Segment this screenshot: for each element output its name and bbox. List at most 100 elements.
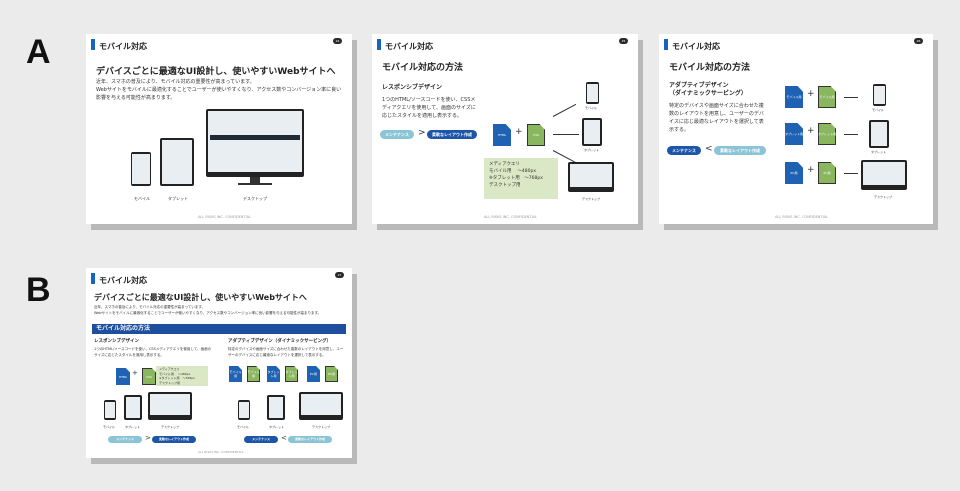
label-desktop: デスクトップ — [161, 425, 179, 429]
slide-title: モバイル対応 — [385, 41, 433, 52]
slide-footer: ALL RISKS INC. CONFIDENTIAL — [775, 215, 828, 219]
slide-heading: モバイル対応の方法 — [669, 60, 750, 73]
tablet-device-image — [267, 395, 285, 420]
plus-symbol: + — [807, 89, 815, 99]
plus-symbol: + — [515, 127, 523, 137]
tablet-device-image — [582, 118, 602, 146]
label-mobile: モバイル — [237, 425, 249, 429]
slide-body-line1: 近年、スマホの普及により、モバイル対応の重要性が高まっています。 — [96, 78, 346, 86]
maintenance-pill: メンテナンス — [108, 436, 142, 443]
less-than-symbol: < — [281, 434, 287, 442]
callout-line: ※タブレット用 ～768px — [489, 175, 553, 182]
mobile-device-image — [873, 84, 886, 106]
label-desktop: デスクトップ — [312, 425, 330, 429]
method-subhead-line1: アダプティブデザイン — [669, 82, 729, 90]
page-number: 26 — [914, 38, 923, 44]
maintenance-pill: メンテナンス — [667, 146, 701, 155]
slide-title: モバイル対応 — [99, 275, 147, 286]
mobile-html-file-icon: モバイル用 — [229, 366, 242, 382]
row-label-a: A — [26, 33, 51, 72]
section-bar: モバイル対応の方法 — [92, 324, 346, 334]
method-body: 特定のデバイスや画面サイズに合わせた複数のレイアウトを用意し、ユーザーのデバイス… — [669, 102, 767, 134]
html-file-icon: HTML — [493, 124, 511, 146]
tablet-css-file-icon: タブレット用 — [285, 366, 298, 382]
arrow-to-tablet — [553, 134, 579, 135]
label-mobile: モバイル — [103, 425, 115, 429]
callout-line: デスクトップ用 — [159, 381, 205, 386]
slide-footer: ALL RISKS INC. CONFIDENTIAL — [484, 215, 537, 219]
arrow-to-mobile — [844, 97, 858, 98]
row-label-b: B — [26, 271, 51, 310]
desktop-device-image — [568, 162, 614, 192]
arrow-to-tablet — [844, 134, 858, 135]
greater-than-symbol: > — [418, 128, 426, 138]
slide-a3: モバイル対応 26 モバイル対応の方法 アダプティブデザイン （ダイナミックサー… — [659, 34, 933, 224]
desktop-device-image — [206, 109, 304, 177]
slide-heading: モバイル対応の方法 — [382, 60, 463, 73]
responsive-body: 1つのHTML/ソースコードを使い、CSSメディアクエリを使用して、画面のサイズ… — [94, 346, 212, 358]
arrow-to-desktop — [844, 173, 858, 174]
mobile-device-image — [131, 152, 151, 186]
plus-symbol: + — [807, 126, 815, 136]
tablet-html-file-icon: タブレット用 — [785, 123, 803, 145]
pc-css-file-icon: PC用 — [818, 162, 836, 184]
flexibility-pill: 柔軟なレイアウト作成 — [427, 130, 477, 139]
greater-than-symbol: > — [145, 434, 151, 442]
less-than-symbol: < — [705, 144, 713, 154]
label-desktop: デスクトップ — [582, 197, 600, 201]
slide-b: モバイル対応 27 デバイスごとに最適なUI設計し、使いやすいWebサイトへ 近… — [86, 268, 352, 458]
label-mobile: モバイル — [872, 108, 884, 112]
page-number: 27 — [335, 272, 344, 278]
maintenance-pill: メンテナンス — [244, 436, 278, 443]
slide-body-line2: Webサイトをモバイルに最適化することでユーザーが使いやすくなり、アクセス数やコ… — [96, 86, 346, 102]
mobile-html-file-icon: モバイル用 — [785, 86, 803, 108]
css-file-icon: CSS — [142, 368, 156, 385]
label-mobile: モバイル — [134, 196, 150, 202]
mobile-device-image — [586, 82, 599, 104]
arrow-to-mobile — [553, 104, 576, 117]
tablet-css-file-icon: タブレット用 — [818, 123, 836, 145]
label-tablet: タブレット — [269, 425, 284, 429]
slide-footer: ALL RISKS INC. CONFIDENTIAL — [198, 215, 251, 219]
css-file-icon: CSS — [527, 124, 545, 146]
desktop-device-image — [148, 392, 192, 420]
title-accent-bar — [91, 39, 95, 50]
method-subhead: レスポンシブデザイン — [382, 84, 442, 92]
slide-heading: デバイスごとに最適なUI設計し、使いやすいWebサイトへ — [94, 292, 307, 303]
mobile-css-file-icon: モバイル用 — [247, 366, 260, 382]
callout-line: モバイル用 ～480px — [489, 168, 553, 175]
plus-symbol: + — [807, 165, 815, 175]
html-file-icon: HTML — [116, 368, 130, 385]
flexibility-pill: 柔軟なレイアウト作成 — [288, 436, 332, 443]
method-subhead-line2: （ダイナミックサービング） — [669, 90, 747, 98]
desktop-device-image — [861, 160, 907, 190]
slide-body-line2: Webサイトをモバイルに最適化することでユーザーが使いやすくなり、アクセス数やコ… — [94, 310, 348, 316]
mobile-device-image — [238, 400, 250, 420]
callout-line: デスクトップ用 — [489, 182, 553, 189]
slide-title: モバイル対応 — [99, 41, 147, 52]
slide-heading: デバイスごとに最適なUI設計し、使いやすいWebサイトへ — [96, 64, 336, 77]
tablet-device-image — [160, 138, 194, 186]
label-desktop: デスクトップ — [874, 195, 892, 199]
desktop-device-image — [299, 392, 343, 420]
media-query-callout: メディアクエリ モバイル用 ～480px ※タブレット用 ～768px デスクト… — [156, 366, 208, 386]
pc-html-file-icon: PC用 — [307, 366, 320, 382]
flexibility-pill: 柔軟なレイアウト作成 — [152, 436, 196, 443]
maintenance-pill: メンテナンス — [380, 130, 414, 139]
label-mobile: モバイル — [585, 106, 597, 110]
label-tablet: タブレット — [584, 148, 599, 152]
page-number: 24 — [333, 38, 342, 44]
tablet-device-image — [869, 120, 889, 148]
mobile-device-image — [104, 400, 116, 420]
pc-html-file-icon: PC用 — [785, 162, 803, 184]
media-query-callout: メディアクエリ モバイル用 ～480px ※タブレット用 ～768px デスクト… — [484, 158, 558, 199]
mobile-css-file-icon: モバイル用 — [818, 86, 836, 108]
title-accent-bar — [377, 39, 381, 50]
pc-css-file-icon: PC用 — [325, 366, 338, 382]
slide-footer: ALL RISKS INC. CONFIDENTIAL — [198, 450, 243, 454]
method-body: 1つのHTML/ソースコードを使い、CSSメディアクエリを使用して、画面のサイズ… — [382, 96, 480, 120]
monitor-base — [238, 183, 272, 185]
label-tablet: タブレット — [168, 196, 188, 202]
slide-a2: モバイル対応 25 モバイル対応の方法 レスポンシブデザイン 1つのHTML/ソ… — [372, 34, 638, 224]
label-tablet: タブレット — [125, 425, 140, 429]
